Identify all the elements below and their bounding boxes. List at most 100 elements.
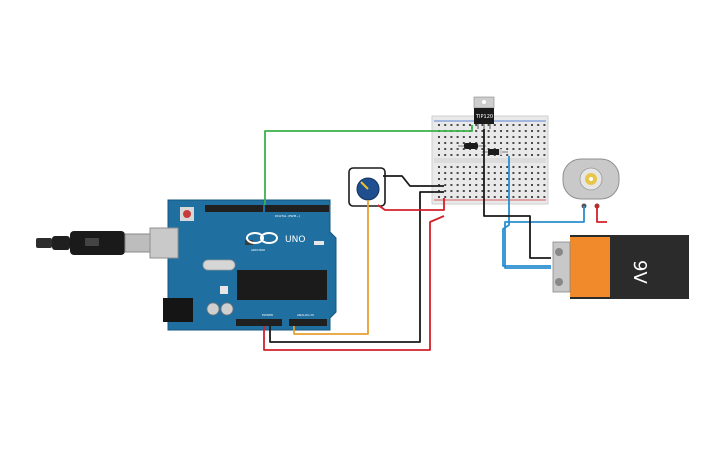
breadboard-hole [487,166,490,168]
breadboard-hole [506,196,509,198]
breadboard[interactable] [431,115,549,205]
breadboard-hole [518,154,521,156]
breadboard-hole [537,154,540,156]
breadboard-hole [444,172,447,174]
breadboard-hole [475,148,478,150]
breadboard-hole [450,124,453,126]
breadboard-hole [493,166,496,168]
breadboard-hole [543,178,546,180]
breadboard-hole [438,190,440,192]
breadboard-hole [469,190,471,192]
breadboard-hole [537,166,540,168]
wire-red-1 [596,206,607,223]
breadboard-hole [531,154,533,156]
breadboard-hole [537,142,540,144]
breadboard-hole [543,190,546,192]
breadboard-hole [450,142,453,144]
breadboard-hole [493,184,496,186]
breadboard-hole [456,124,459,126]
dc-motor[interactable] [562,158,620,209]
breadboard-hole [531,172,533,174]
breadboard-hole [444,154,447,156]
breadboard-hole [512,178,515,180]
breadboard-hole [469,154,471,156]
breadboard-hole [531,196,533,198]
breadboard-hole [518,148,521,150]
breadboard-hole [506,190,509,192]
battery-label: 9V [629,260,650,284]
breadboard-hole [487,154,490,156]
breadboard-hole [512,142,515,144]
breadboard-hole [444,184,447,186]
breadboard-hole [444,142,447,144]
breadboard-hole [438,148,440,150]
breadboard-hole [450,172,453,174]
breadboard-hole [469,136,471,138]
breadboard-hole [475,184,478,186]
diode[interactable] [482,149,508,155]
breadboard-hole [438,196,440,198]
breadboard-hole [500,136,502,138]
breadboard-hole [500,196,502,198]
breadboard-hole [537,184,540,186]
breadboard-hole [444,178,447,180]
breadboard-hole [543,148,546,150]
breadboard-hole [450,148,453,150]
breadboard-hole [493,178,496,180]
breadboard-hole [481,178,484,180]
battery-9v[interactable]: 9V [552,235,689,299]
breadboard-hole [481,136,484,138]
breadboard-hole [487,130,490,132]
breadboard-hole [524,172,527,174]
breadboard-hole [500,172,502,174]
breadboard-hole [444,190,447,192]
arduino-uno-board[interactable]: ARDUINO UNO DIGITAL (PWM~) POWER ANALOG … [149,199,337,331]
arduino-logo-icon [246,232,278,244]
breadboard-hole [462,172,465,174]
arduino-brand-label: ARDUINO [251,248,266,252]
breadboard-hole [469,178,471,180]
breadboard-hole [444,148,447,150]
breadboard-hole [487,172,490,174]
breadboard-hole [531,142,533,144]
breadboard-hole [512,172,515,174]
breadboard-hole [524,196,527,198]
breadboard-hole [537,130,540,132]
transistor-tip120[interactable]: TIP120 [473,96,495,129]
breadboard-hole [462,154,465,156]
breadboard-hole [493,130,496,132]
breadboard-hole [512,148,515,150]
breadboard-hole [487,148,490,150]
digital-header-label: DIGITAL (PWM~) [275,214,300,218]
breadboard-hole [469,184,471,186]
breadboard-hole [524,190,527,192]
breadboard-hole [456,154,459,156]
breadboard-hole [444,124,447,126]
breadboard-hole [438,142,440,144]
breadboard-hole [475,124,478,126]
breadboard-hole [524,166,527,168]
breadboard-hole [456,196,459,198]
breadboard-hole [506,142,509,144]
breadboard-hole [462,148,465,150]
breadboard-hole [456,172,459,174]
wire-blue-2 [504,206,585,269]
breadboard-hole [462,190,465,192]
wire-black-2 [269,191,444,343]
breadboard-hole [512,124,515,126]
breadboard-hole [438,184,440,186]
breadboard-hole [487,142,490,144]
breadboard-hole [487,178,490,180]
breadboard-hole [537,196,540,198]
wires [263,125,607,351]
breadboard-hole [512,136,515,138]
breadboard-hole [450,136,453,138]
potentiometer[interactable] [348,167,386,207]
usb-cable[interactable] [36,231,156,255]
breadboard-hole [506,154,509,156]
breadboard-hole [462,142,465,144]
breadboard-hole [450,184,453,186]
breadboard-hole [524,178,527,180]
breadboard-hole [481,130,484,132]
resistor[interactable] [458,143,486,149]
